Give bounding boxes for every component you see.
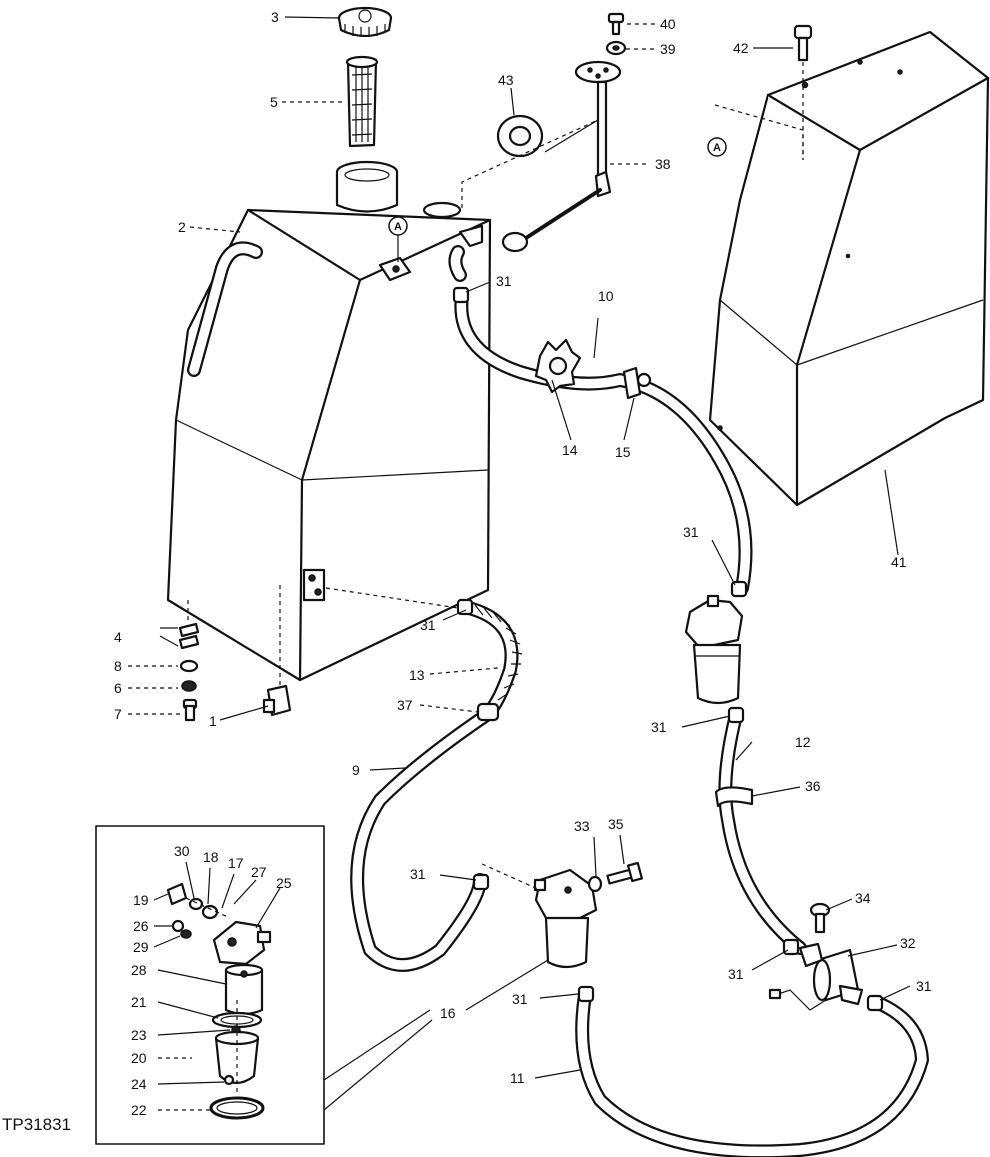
bolt-35 (606, 861, 644, 885)
callout-42: 42 (733, 40, 749, 56)
callout-37: 37 (397, 697, 413, 713)
callout-31-e: 31 (410, 866, 426, 882)
callout-29: 29 (133, 939, 149, 955)
screw-40 (607, 12, 625, 36)
callout-6: 6 (114, 680, 122, 696)
callout-4: 4 (114, 629, 122, 645)
callout-31-h: 31 (916, 978, 932, 994)
callout-21: 21 (131, 994, 147, 1010)
callout-10: 10 (598, 288, 614, 304)
bolt-34 (809, 902, 831, 934)
callout-31-g: 31 (512, 991, 528, 1007)
figure-id: TP31831 (2, 1115, 71, 1134)
hose-clip-15 (622, 366, 652, 400)
hose-connector-37 (476, 702, 500, 722)
hose-strap-36 (714, 786, 754, 808)
svg-text:A: A (394, 221, 402, 233)
callout-31-f: 31 (728, 966, 744, 982)
callout-31-a: 31 (496, 273, 512, 289)
callout-32: 32 (900, 935, 916, 951)
fuel-tank (166, 160, 492, 682)
callout-38: 38 (655, 156, 671, 172)
callout-8: 8 (114, 658, 122, 674)
callout-39: 39 (660, 41, 676, 57)
fuel-gauge-sender (501, 60, 622, 253)
callout-33: 33 (574, 818, 590, 834)
callout-labels: 3 5 2 40 39 43 38 42 31 10 14 15 31 41 3… (114, 9, 932, 1118)
callout-19: 19 (133, 892, 149, 908)
callout-16: 16 (440, 1005, 456, 1021)
callout-11: 11 (510, 1070, 525, 1086)
callout-41: 41 (891, 554, 907, 570)
callout-31-b: 31 (683, 524, 699, 540)
hose-clamps (452, 286, 884, 1012)
callout-2: 2 (178, 219, 186, 235)
callout-25: 25 (276, 875, 292, 891)
callout-31-d: 31 (651, 719, 667, 735)
callout-35: 35 (608, 816, 624, 832)
fuel-pump (768, 942, 864, 1011)
washer-33 (587, 875, 603, 893)
callout-43: 43 (498, 72, 514, 88)
leader-lines (128, 16, 911, 1111)
callout-13: 13 (409, 667, 425, 683)
callout-14: 14 (562, 442, 578, 458)
callout-15: 15 (615, 444, 631, 460)
filler-strainer (345, 55, 379, 148)
reference-marker-a-shield: A (707, 137, 727, 157)
washer-39 (605, 40, 627, 56)
callout-23: 23 (131, 1027, 147, 1043)
water-separator (684, 594, 744, 705)
fuel-filter-16 (533, 868, 598, 969)
callout-31-c: 31 (420, 617, 436, 633)
callout-27: 27 (251, 864, 267, 880)
callout-26: 26 (133, 918, 149, 934)
shutoff-valve (534, 338, 582, 394)
filler-cap (337, 6, 393, 38)
inset-filter-detail (95, 825, 325, 1145)
callout-17: 17 (228, 855, 244, 871)
callout-7: 7 (114, 706, 122, 722)
reference-marker-a-tank: A (388, 216, 408, 262)
drain-valve (262, 585, 292, 717)
callout-28: 28 (131, 962, 147, 978)
callout-24: 24 (131, 1076, 147, 1092)
callout-3: 3 (271, 9, 279, 25)
callout-22: 22 (131, 1102, 147, 1118)
callout-20: 20 (131, 1050, 147, 1066)
callout-5: 5 (270, 94, 278, 110)
callout-18: 18 (203, 849, 219, 865)
callout-12: 12 (795, 734, 811, 750)
callout-40: 40 (660, 16, 676, 32)
svg-text:A: A (713, 142, 721, 154)
mounting-hardware (178, 600, 200, 722)
callout-36: 36 (805, 778, 821, 794)
callout-30: 30 (174, 843, 190, 859)
callout-34: 34 (855, 890, 871, 906)
callout-1: 1 (209, 713, 217, 729)
callout-9: 9 (352, 762, 360, 778)
tank-shield (708, 30, 990, 507)
sender-gasket (496, 114, 599, 158)
